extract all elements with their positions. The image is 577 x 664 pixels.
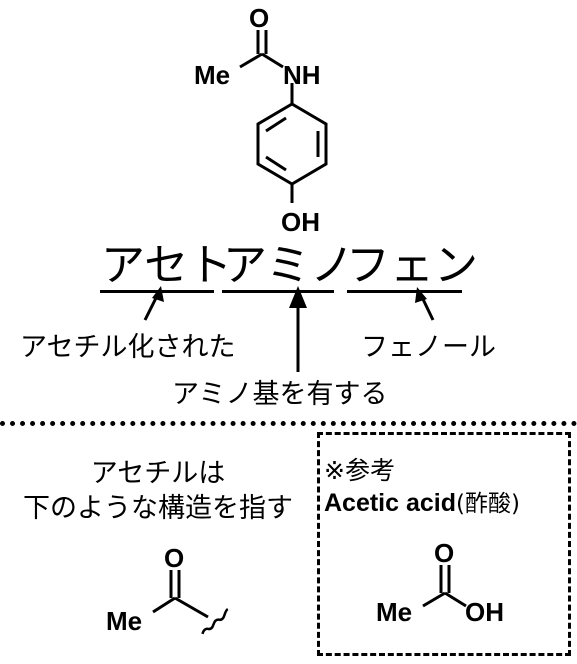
name-part-amino: アミノ — [223, 240, 355, 291]
acetyl-structure: O Me — [106, 543, 229, 636]
reference-name-en: Acetic acid — [324, 489, 457, 517]
label-phenol: フェノール — [361, 332, 496, 363]
acetic-atom-me: Me — [376, 597, 412, 627]
acetyl-atom-o: O — [164, 543, 184, 573]
atom-nh: NH — [283, 60, 321, 90]
name-part-phen: フェン — [346, 240, 478, 291]
acetaminophen-structure: O Me NH OH — [194, 3, 328, 237]
underline-amino — [222, 290, 334, 293]
explanation-line2: 下のような構造を指す — [23, 493, 293, 524]
explanation-line1: アセチルは — [90, 458, 226, 489]
label-amino-group: アミノ基を有する — [172, 379, 388, 410]
atom-o-carbonyl: O — [249, 3, 269, 33]
acetic-acid-structure: O Me OH — [376, 538, 504, 627]
annotation-arrows — [143, 286, 435, 372]
reference-name: Acetic acid(酢酸) — [324, 484, 520, 518]
dotted-separator — [0, 421, 577, 426]
atom-me: Me — [194, 60, 230, 90]
underline-phen — [347, 290, 462, 293]
reference-name-ja: (酢酸) — [456, 491, 520, 517]
name-part-acet: アセト — [101, 240, 233, 291]
reference-box — [317, 432, 571, 656]
acetyl-atom-me: Me — [106, 606, 142, 636]
acetic-atom-o: O — [434, 538, 454, 568]
acetic-atom-oh: OH — [465, 597, 504, 627]
atom-oh: OH — [281, 207, 320, 237]
label-acetylated: アセチル化された — [20, 332, 236, 363]
reference-title: ※参考 — [324, 456, 395, 485]
